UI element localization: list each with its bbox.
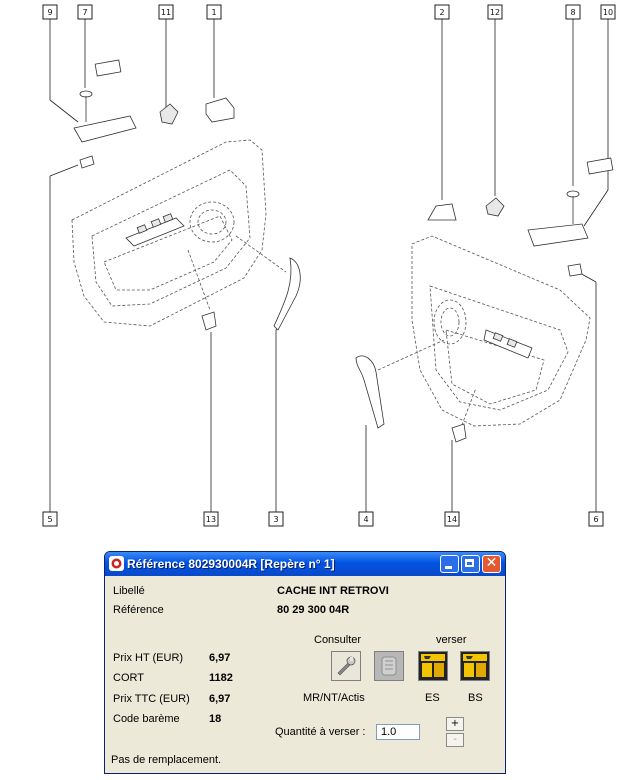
svg-text:7: 7: [82, 8, 87, 17]
libelle-label: Libellé: [113, 585, 145, 597]
window-title: Référence 802930004R [Repère n° 1]: [127, 557, 335, 571]
svg-text:9: 9: [47, 8, 52, 17]
svg-text:2: 2: [439, 8, 444, 17]
minimize-button[interactable]: [440, 555, 459, 573]
cort-value: 1182: [209, 672, 233, 684]
reference-value: 80 29 300 04R: [277, 604, 350, 616]
consulter-disabled-button[interactable]: [374, 651, 404, 681]
svg-text:14: 14: [447, 515, 457, 524]
verser-es-button[interactable]: [418, 651, 448, 681]
svg-text:10: 10: [603, 8, 613, 17]
reference-dialog: Référence 802930004R [Repère n° 1] ✕ Lib…: [104, 551, 506, 774]
prix-ttc-value: 6,97: [209, 693, 231, 705]
maximize-icon: [465, 559, 474, 567]
callout-7: 7: [77, 4, 93, 20]
quantity-input[interactable]: [376, 724, 420, 740]
maximize-button[interactable]: [461, 555, 480, 573]
reference-label: Référence: [113, 604, 164, 616]
cort-label: CORT: [113, 672, 144, 684]
svg-text:5: 5: [47, 515, 52, 524]
es-cart-icon: [419, 652, 447, 680]
callout-4: 4: [358, 511, 374, 527]
quantity-decrease-button[interactable]: -: [446, 733, 464, 747]
consulter-label: Consulter: [314, 634, 362, 646]
close-button[interactable]: ✕: [482, 555, 501, 573]
svg-text:8: 8: [570, 8, 575, 17]
app-icon: [109, 556, 124, 571]
status-text: Pas de remplacement.: [111, 754, 222, 766]
quantity-increase-button[interactable]: +: [446, 717, 464, 731]
es-label: ES: [425, 692, 440, 704]
libelle-value: CACHE INT RETROVI: [277, 585, 389, 597]
left-door-panel: [71, 139, 287, 327]
svg-text:4: 4: [363, 515, 368, 524]
callout-5: 5: [42, 511, 58, 527]
title-bar[interactable]: Référence 802930004R [Repère n° 1] ✕: [105, 552, 505, 576]
prix-ht-value: 6,97: [209, 652, 231, 664]
part-disabled-icon: [375, 652, 403, 680]
bs-label: BS: [468, 692, 483, 704]
mr-nt-actis-label: MR/NT/Actis: [303, 692, 365, 704]
code-bareme-value: 18: [209, 713, 222, 725]
svg-text:13: 13: [206, 515, 216, 524]
left-small-parts: [73, 59, 301, 331]
callout-3: 3: [268, 511, 284, 527]
svg-text:6: 6: [593, 515, 598, 524]
svg-text:11: 11: [161, 8, 171, 17]
bs-cart-icon: [461, 652, 489, 680]
callout-10: 10: [600, 4, 616, 20]
code-bareme-label: Code barème: [113, 713, 180, 725]
svg-text:3: 3: [273, 515, 278, 524]
minimize-icon: [445, 566, 452, 569]
verser-bs-button[interactable]: [460, 651, 490, 681]
right-door-panel: [377, 235, 591, 431]
callout-12: 12: [487, 4, 503, 20]
callout-13: 13: [203, 511, 219, 527]
callout-8: 8: [565, 4, 581, 20]
svg-text:1: 1: [211, 8, 216, 17]
quantite-label: Quantité à verser :: [275, 726, 366, 738]
svg-text:12: 12: [490, 8, 500, 17]
prix-ht-label: Prix HT (EUR): [113, 652, 184, 664]
consulter-mr-button[interactable]: [331, 651, 361, 681]
callout-1: 1: [206, 4, 222, 20]
prix-ttc-label: Prix TTC (EUR): [113, 693, 190, 705]
leader-lines: [49, 19, 609, 512]
right-small-parts: [355, 157, 614, 443]
callout-11: 11: [158, 4, 174, 20]
callout-9: 9: [42, 4, 58, 20]
callout-14: 14: [444, 511, 460, 527]
callout-2: 2: [434, 4, 450, 20]
exploded-parts-diagram: 9 7 11 1 2 12 8 10 5 13 3 4 14 6: [42, 4, 616, 527]
callout-6: 6: [588, 511, 604, 527]
verser-label: verser: [436, 634, 467, 646]
close-icon: ✕: [485, 555, 498, 571]
wrench-icon: [332, 652, 360, 680]
